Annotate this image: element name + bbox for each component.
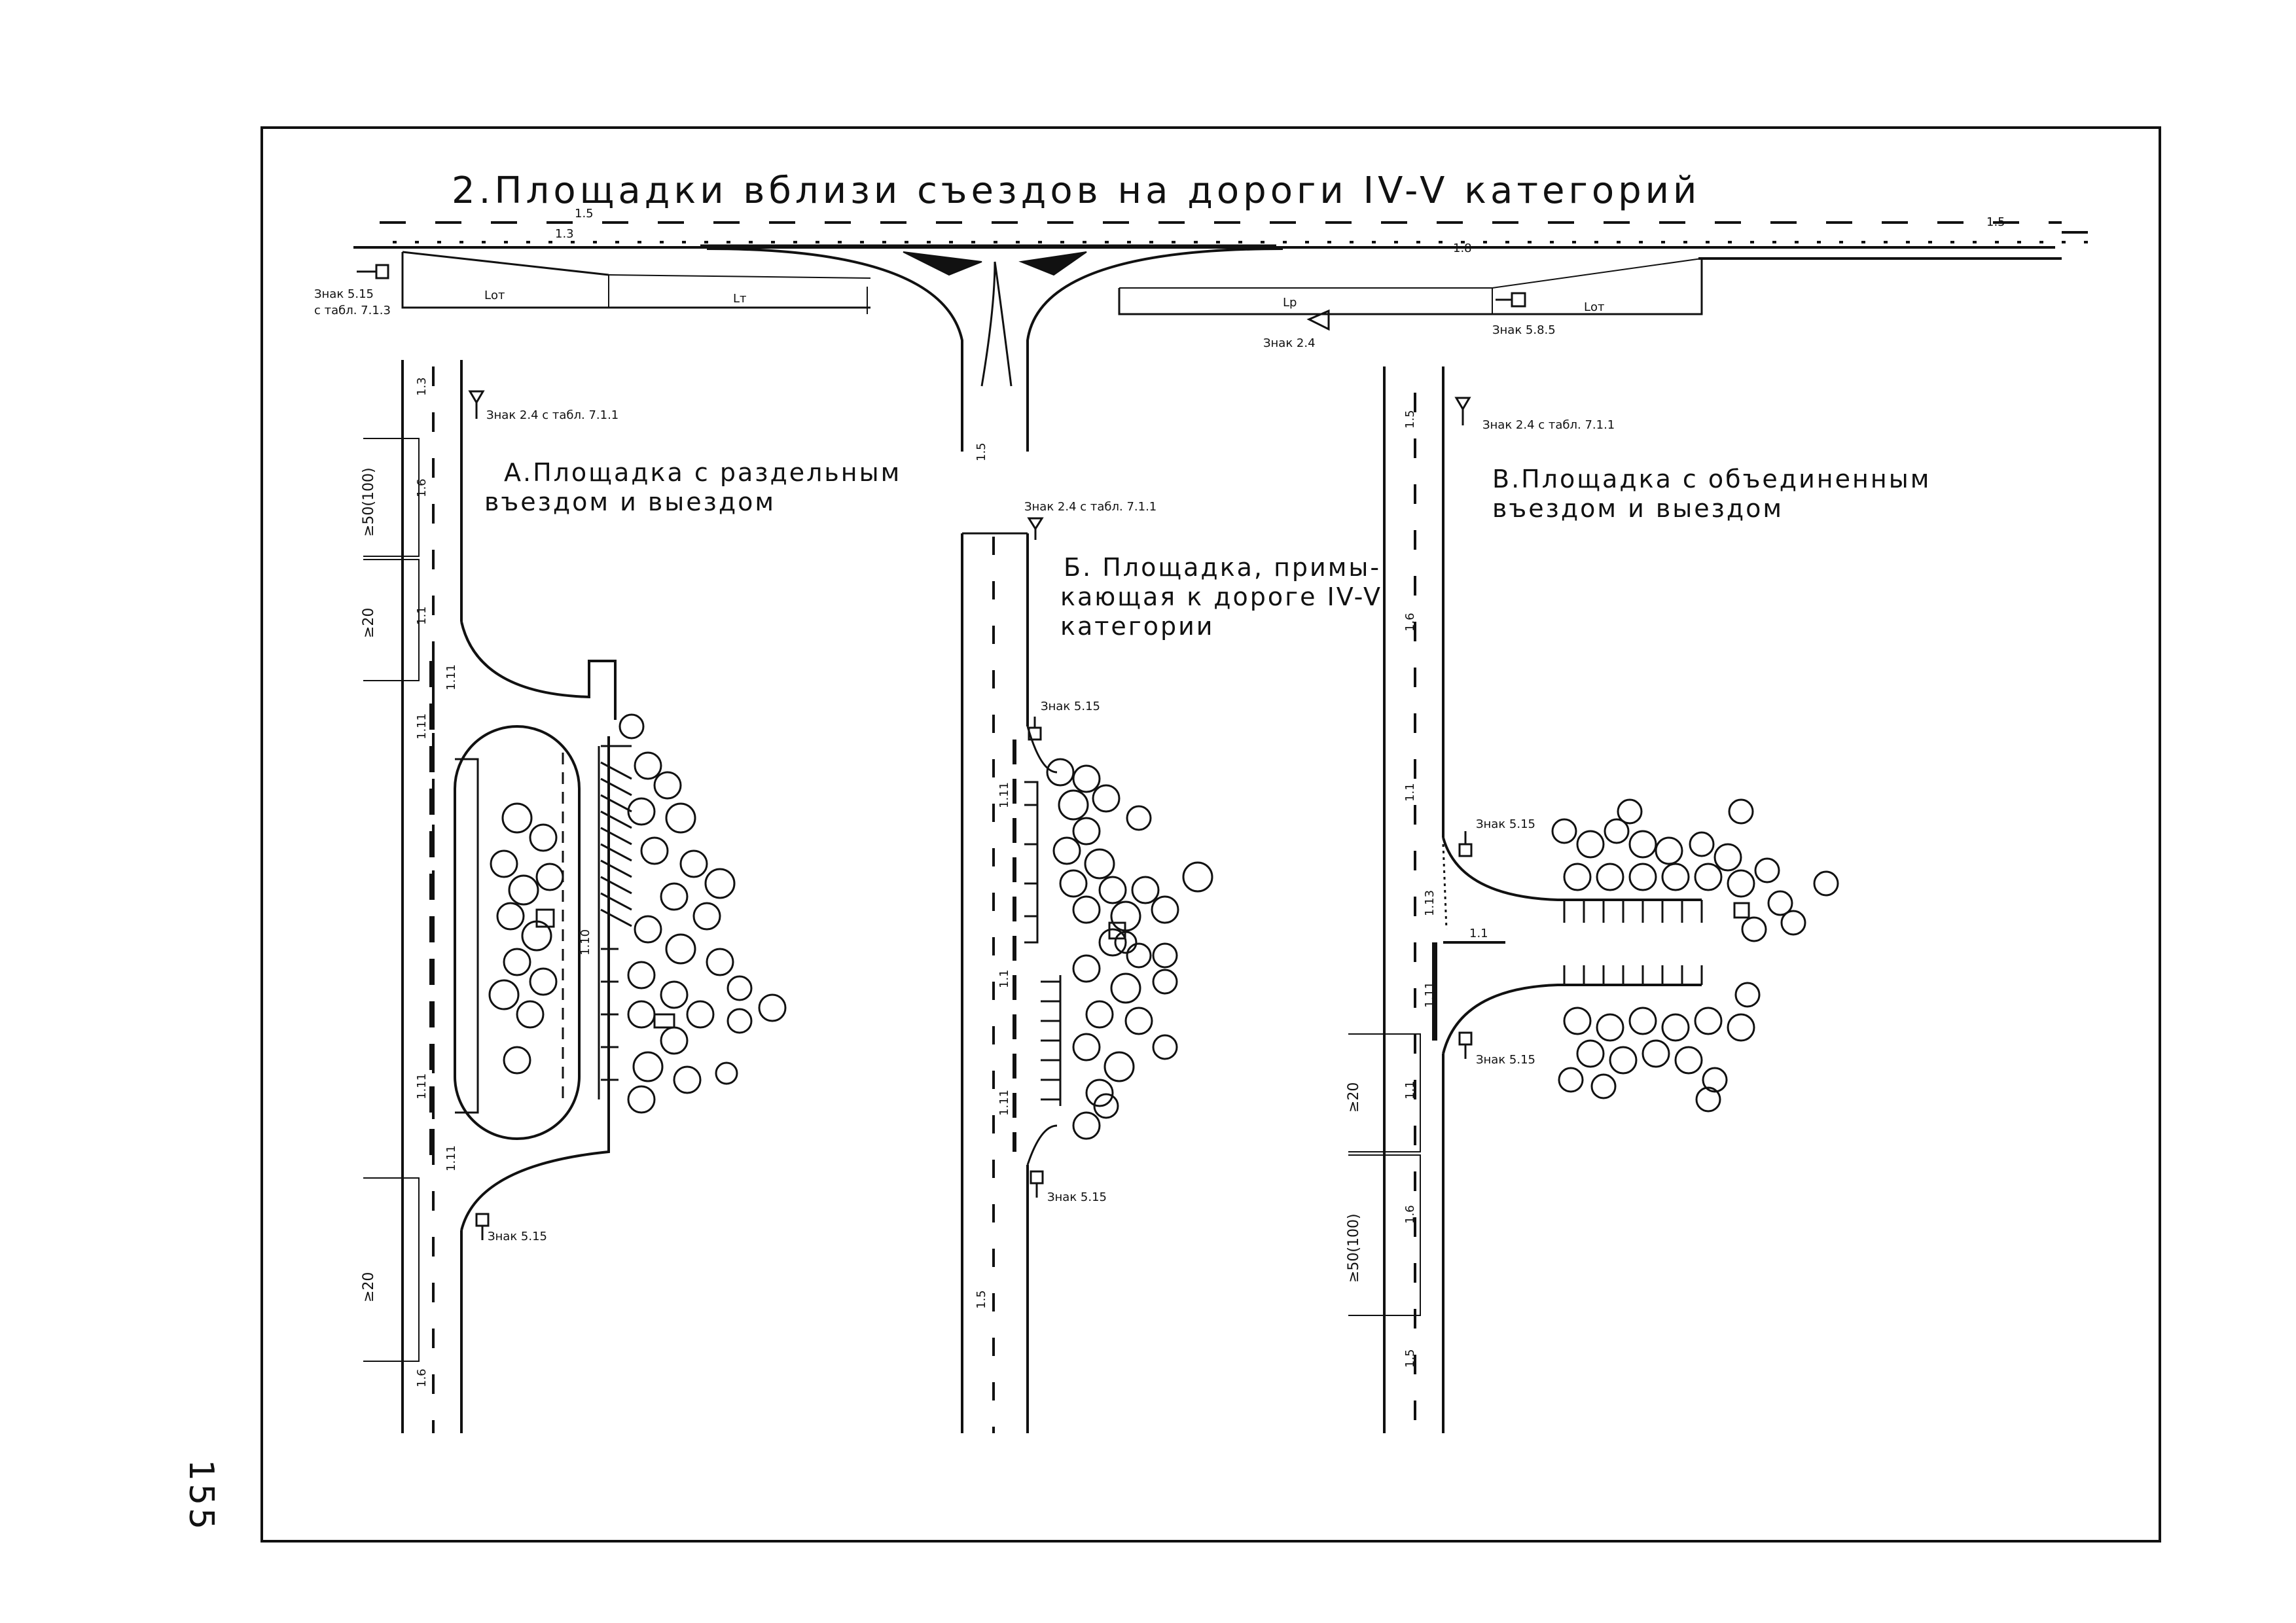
sign-label: Знак 5.15 (488, 1230, 547, 1243)
dimension-label: ≥20 (1346, 1082, 1362, 1113)
mark-label: 1.11 (997, 1090, 1011, 1116)
sign-5-15-icon (375, 264, 389, 279)
sign-5-15-icon (1458, 843, 1473, 857)
scheme-c-caption-line1: В.Площадка с объединенным (1492, 465, 1931, 493)
mark-label: 1.1 (997, 969, 1011, 988)
facility-icon (653, 1013, 675, 1029)
sign-label: Знак 2.4 с табл. 7.1.1 (486, 408, 619, 422)
mark-label: 1.8 (1453, 241, 1472, 255)
mark-label: 1.5 (975, 442, 988, 461)
dimension-label: ≥20 (361, 608, 377, 638)
mark-label: 1.3 (555, 227, 574, 241)
sign-label: Знак 5.15 (314, 287, 374, 301)
facility-icon (1108, 921, 1126, 940)
facility-icon (1733, 902, 1750, 919)
sign-5-15-icon (1458, 1031, 1473, 1046)
mark-label: 1.11 (1423, 982, 1437, 1008)
mark-label: 1.5 (1403, 1349, 1417, 1368)
sign-label: Знак 2.4 с табл. 7.1.1 (1482, 418, 1615, 432)
scheme-c-signs (1454, 397, 1473, 1059)
scheme-b-caption-line2: кающая к дороге IV-V (1060, 582, 1382, 611)
sign-label: Знак 5.15 (1476, 817, 1535, 831)
sign-label: с табл. 7.1.3 (314, 304, 391, 317)
page-number: 155 (181, 1459, 221, 1532)
scheme-a-labels: А.Площадка с раздельным въездом и выездо… (361, 377, 901, 1387)
yield-sign-icon (1027, 517, 1044, 531)
sign-label: Знак 5.15 (1041, 700, 1100, 713)
scheme-c-trees (1551, 798, 1839, 1113)
yield-sign-icon (1454, 397, 1471, 411)
dimension-label: ≥50(100) (1346, 1213, 1362, 1283)
scheme-b-road (961, 532, 1062, 1433)
mark-label: 1.11 (444, 664, 458, 690)
mark-label: 1.6 (415, 478, 429, 497)
mark-label: 1.1 (1403, 783, 1417, 802)
scheme-c-labels: В.Площадка с объединенным въездом и выез… (1346, 410, 1931, 1368)
facility-icon (535, 908, 555, 928)
mark-label: 1.11 (997, 782, 1011, 808)
sign-label: Знак 5.15 (1047, 1190, 1107, 1204)
dimension-label: ≥50(100) (361, 467, 377, 537)
scheme-a-trees (488, 713, 787, 1114)
mark-label: 1.5 (1986, 215, 2005, 229)
mark-label: 1.1 (1403, 1080, 1417, 1099)
mark-label: 1.5 (575, 207, 594, 221)
scheme-c-road (1348, 366, 1703, 1433)
yield-sign-icon (1306, 309, 1330, 331)
mark-label: 1.11 (415, 713, 429, 740)
page-title: 2.Площадки вблизи съездов на дороги IV-V… (452, 169, 1700, 212)
scheme-c-caption-line2: въездом и выездом (1492, 494, 1784, 523)
mark-label: 1.5 (975, 1290, 988, 1309)
sign-label: Знак 2.4 (1263, 336, 1316, 350)
length-label: Lот (484, 289, 505, 302)
scheme-a-signs (468, 390, 490, 1240)
mark-label: 1.6 (1403, 1205, 1417, 1224)
scheme-b-caption-line1: Б. Площадка, примы- (1064, 553, 1381, 582)
scheme-b-signs (1027, 517, 1044, 1198)
length-label: Lт (733, 292, 747, 306)
scheme-b-trees (1046, 758, 1213, 1140)
sign-5-8-5-icon (1511, 292, 1526, 308)
scheme-b-labels: Б. Площадка, примы- кающая к дороге IV-V… (975, 442, 1382, 1309)
mark-label: 1.1 (415, 606, 429, 625)
scheme-a-road (363, 360, 632, 1433)
sign-5-15-icon (475, 1213, 490, 1227)
scheme-a-caption-line2: въездом и выездом (484, 488, 776, 516)
scheme-b-caption-line3: категории (1060, 612, 1214, 641)
dimension-label: ≥20 (361, 1272, 377, 1302)
mark-label: 1.6 (1403, 613, 1417, 632)
junction-labels: 1.5 1.3 1.8 1.5 Lот Lт Lр Lот Знак 5.15 … (314, 207, 2005, 350)
length-label: Lр (1283, 296, 1297, 310)
sign-label: Знак 5.8.5 (1492, 323, 1556, 337)
mark-label: 1.1 (1469, 927, 1488, 940)
mark-label: 1.5 (1403, 410, 1417, 429)
length-label: Lот (1584, 300, 1605, 314)
mark-label: 1.11 (444, 1145, 458, 1171)
sign-5-15-icon (1030, 1170, 1044, 1185)
mark-label: 1.13 (1423, 890, 1437, 916)
mark-label: 1.10 (579, 929, 592, 955)
mark-label: 1.11 (415, 1073, 429, 1099)
yield-sign-icon (468, 390, 485, 404)
mark-label: 1.3 (415, 377, 429, 396)
junction-main-road (353, 221, 2094, 452)
junction-signs (357, 264, 1526, 331)
sign-label: Знак 5.15 (1476, 1053, 1535, 1067)
scheme-a-caption-line1: А.Площадка с раздельным (504, 458, 901, 487)
sign-label: Знак 2.4 с табл. 7.1.1 (1024, 500, 1157, 514)
drawing-frame (260, 126, 2161, 1543)
mark-label: 1.6 (415, 1368, 429, 1387)
